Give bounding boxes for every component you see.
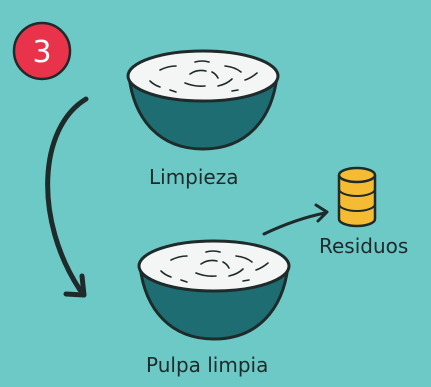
step-badge: 3: [12, 21, 72, 81]
coconut-half-icon: [126, 49, 280, 151]
curved-arrow-icon: [45, 96, 89, 298]
step-number: 3: [32, 35, 51, 70]
waste-label: Residuos: [319, 234, 409, 258]
stacked-coins-barrel-icon: [337, 166, 377, 228]
coconut-half-icon: [137, 239, 291, 341]
waste-arrow-icon: [262, 203, 329, 236]
stage-label-clean-pulp: Pulpa limpia: [146, 353, 269, 377]
stage-label-cleaning: Limpieza: [149, 165, 239, 189]
